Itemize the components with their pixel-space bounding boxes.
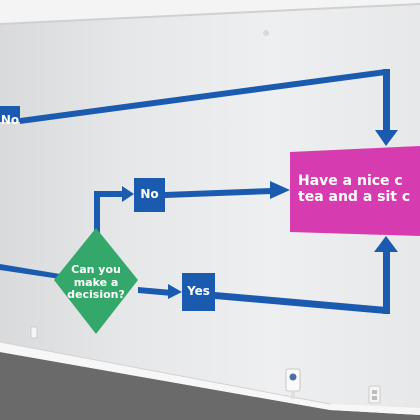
floor bbox=[0, 352, 420, 420]
top-no-box bbox=[0, 106, 20, 122]
outlet-icon bbox=[368, 385, 381, 404]
outlet-icon bbox=[30, 326, 38, 339]
result-text: Have a nice c tea and a sit c bbox=[298, 163, 420, 215]
mid-no-arrowhead bbox=[270, 181, 290, 199]
crown-moulding bbox=[0, 3, 420, 25]
yes-up-arrowhead bbox=[374, 236, 398, 252]
yes-box bbox=[182, 273, 215, 311]
mid-no-line bbox=[165, 188, 272, 198]
result-line-1: Have a nice c bbox=[298, 172, 403, 189]
mid-no-box bbox=[134, 178, 165, 212]
middle-no-label: No bbox=[140, 187, 159, 202]
yes-label: Yes bbox=[187, 284, 210, 299]
yes-up-line bbox=[383, 248, 390, 314]
top-no-label: No bbox=[0, 113, 20, 128]
decision-diamond bbox=[54, 228, 138, 334]
baseboard bbox=[0, 342, 420, 415]
incoming-line bbox=[0, 264, 60, 279]
top-no-down-line bbox=[383, 69, 390, 132]
yes-small-arrowhead bbox=[168, 284, 182, 299]
decision-right-line bbox=[138, 287, 172, 296]
top-no-arrowhead bbox=[375, 130, 398, 146]
top-no-line bbox=[20, 69, 386, 124]
decision-question: Can you make a decision? bbox=[67, 263, 125, 302]
mid-no-small-arrowhead bbox=[122, 186, 134, 202]
decision-up-elbow bbox=[94, 191, 124, 197]
result-box bbox=[290, 146, 420, 236]
decision-up-line bbox=[94, 191, 100, 235]
ceiling-fixture-icon bbox=[263, 30, 269, 36]
yes-line bbox=[215, 292, 386, 314]
result-line-2: tea and a sit c bbox=[298, 189, 411, 205]
